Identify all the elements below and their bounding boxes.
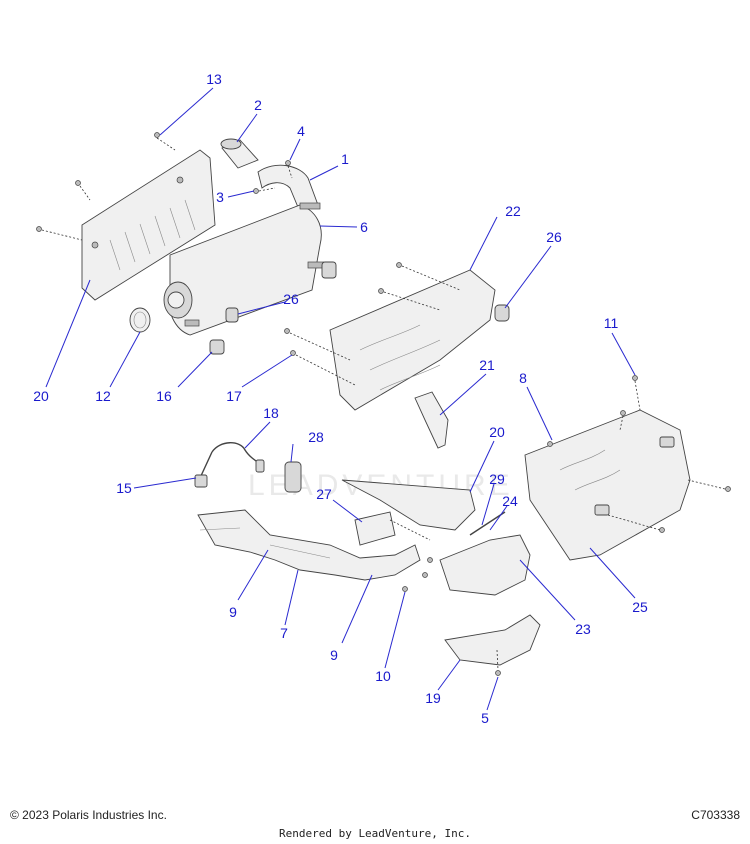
callout-4: 4 <box>297 123 305 139</box>
callout-29: 29 <box>489 471 505 487</box>
callout-11: 11 <box>604 315 619 331</box>
callout-8: 8 <box>519 370 527 386</box>
callout-26-right: 26 <box>546 229 562 245</box>
rendered-by-text: Rendered by LeadVenture, Inc. <box>278 827 472 840</box>
part-isolator-15[interactable] <box>209 339 225 355</box>
part-head-pipe[interactable] <box>197 509 421 581</box>
callout-22: 22 <box>505 203 521 219</box>
callout-2: 2 <box>254 97 262 113</box>
part-heat-shield-upper[interactable] <box>81 149 216 301</box>
part-heat-shield-right[interactable] <box>524 409 691 561</box>
part-heat-shield-lower[interactable] <box>341 479 476 531</box>
callout-16: 17 <box>226 388 242 404</box>
callout-13: 13 <box>206 71 222 87</box>
callout-10: 10 <box>375 668 391 684</box>
part-tail-pipe-tip[interactable] <box>220 138 259 169</box>
callout-5: 5 <box>481 710 489 726</box>
drawing-id: C703338 <box>691 808 740 822</box>
part-grommet-26-right[interactable] <box>494 304 510 322</box>
callout-9-right: 9 <box>330 647 338 663</box>
callout-26-left: 26 <box>283 291 299 307</box>
callout-7: 7 <box>280 625 288 641</box>
part-bracket[interactable] <box>414 391 449 449</box>
fasteners <box>36 132 731 676</box>
leader-lines <box>45 87 636 711</box>
callout-24: 24 <box>502 493 518 509</box>
assembly-lines <box>41 137 726 671</box>
callout-3: 3 <box>216 189 224 205</box>
callout-18: 19 <box>425 690 441 706</box>
part-clamp[interactable] <box>129 307 151 333</box>
part-muffler[interactable] <box>163 202 325 336</box>
part-heat-shield-center[interactable] <box>329 269 496 411</box>
callout-17: 18 <box>263 405 279 421</box>
part-o2-sensor[interactable] <box>194 442 265 488</box>
callout-14: 15 <box>116 480 132 496</box>
callout-15: 16 <box>156 388 172 404</box>
callout-1: 1 <box>341 151 349 167</box>
callout-21: 21 <box>479 357 495 373</box>
callout-12: 12 <box>95 388 111 404</box>
part-rod[interactable] <box>469 511 506 536</box>
copyright-text: © 2023 Polaris Industries Inc. <box>10 808 167 822</box>
callout-6: 6 <box>360 219 368 235</box>
callout-20: 20 <box>33 388 49 404</box>
part-heat-shield-bottom[interactable] <box>444 614 541 666</box>
callouts: 13 2 4 3 1 6 22 26 26 11 20 12 16 17 21 … <box>33 71 648 726</box>
callout-19: 20 <box>489 424 505 440</box>
part-gasket[interactable] <box>354 511 396 546</box>
callout-25: 25 <box>632 599 648 615</box>
part-heat-shield-front[interactable] <box>439 534 531 596</box>
callout-23: 23 <box>575 621 591 637</box>
callout-27: 27 <box>316 486 332 502</box>
part-grommet-26-left[interactable] <box>225 307 239 323</box>
callout-28: 28 <box>308 429 324 445</box>
part-isolator[interactable] <box>321 261 337 279</box>
part-isolator-28[interactable] <box>284 461 302 493</box>
callout-9-left: 9 <box>229 604 237 620</box>
